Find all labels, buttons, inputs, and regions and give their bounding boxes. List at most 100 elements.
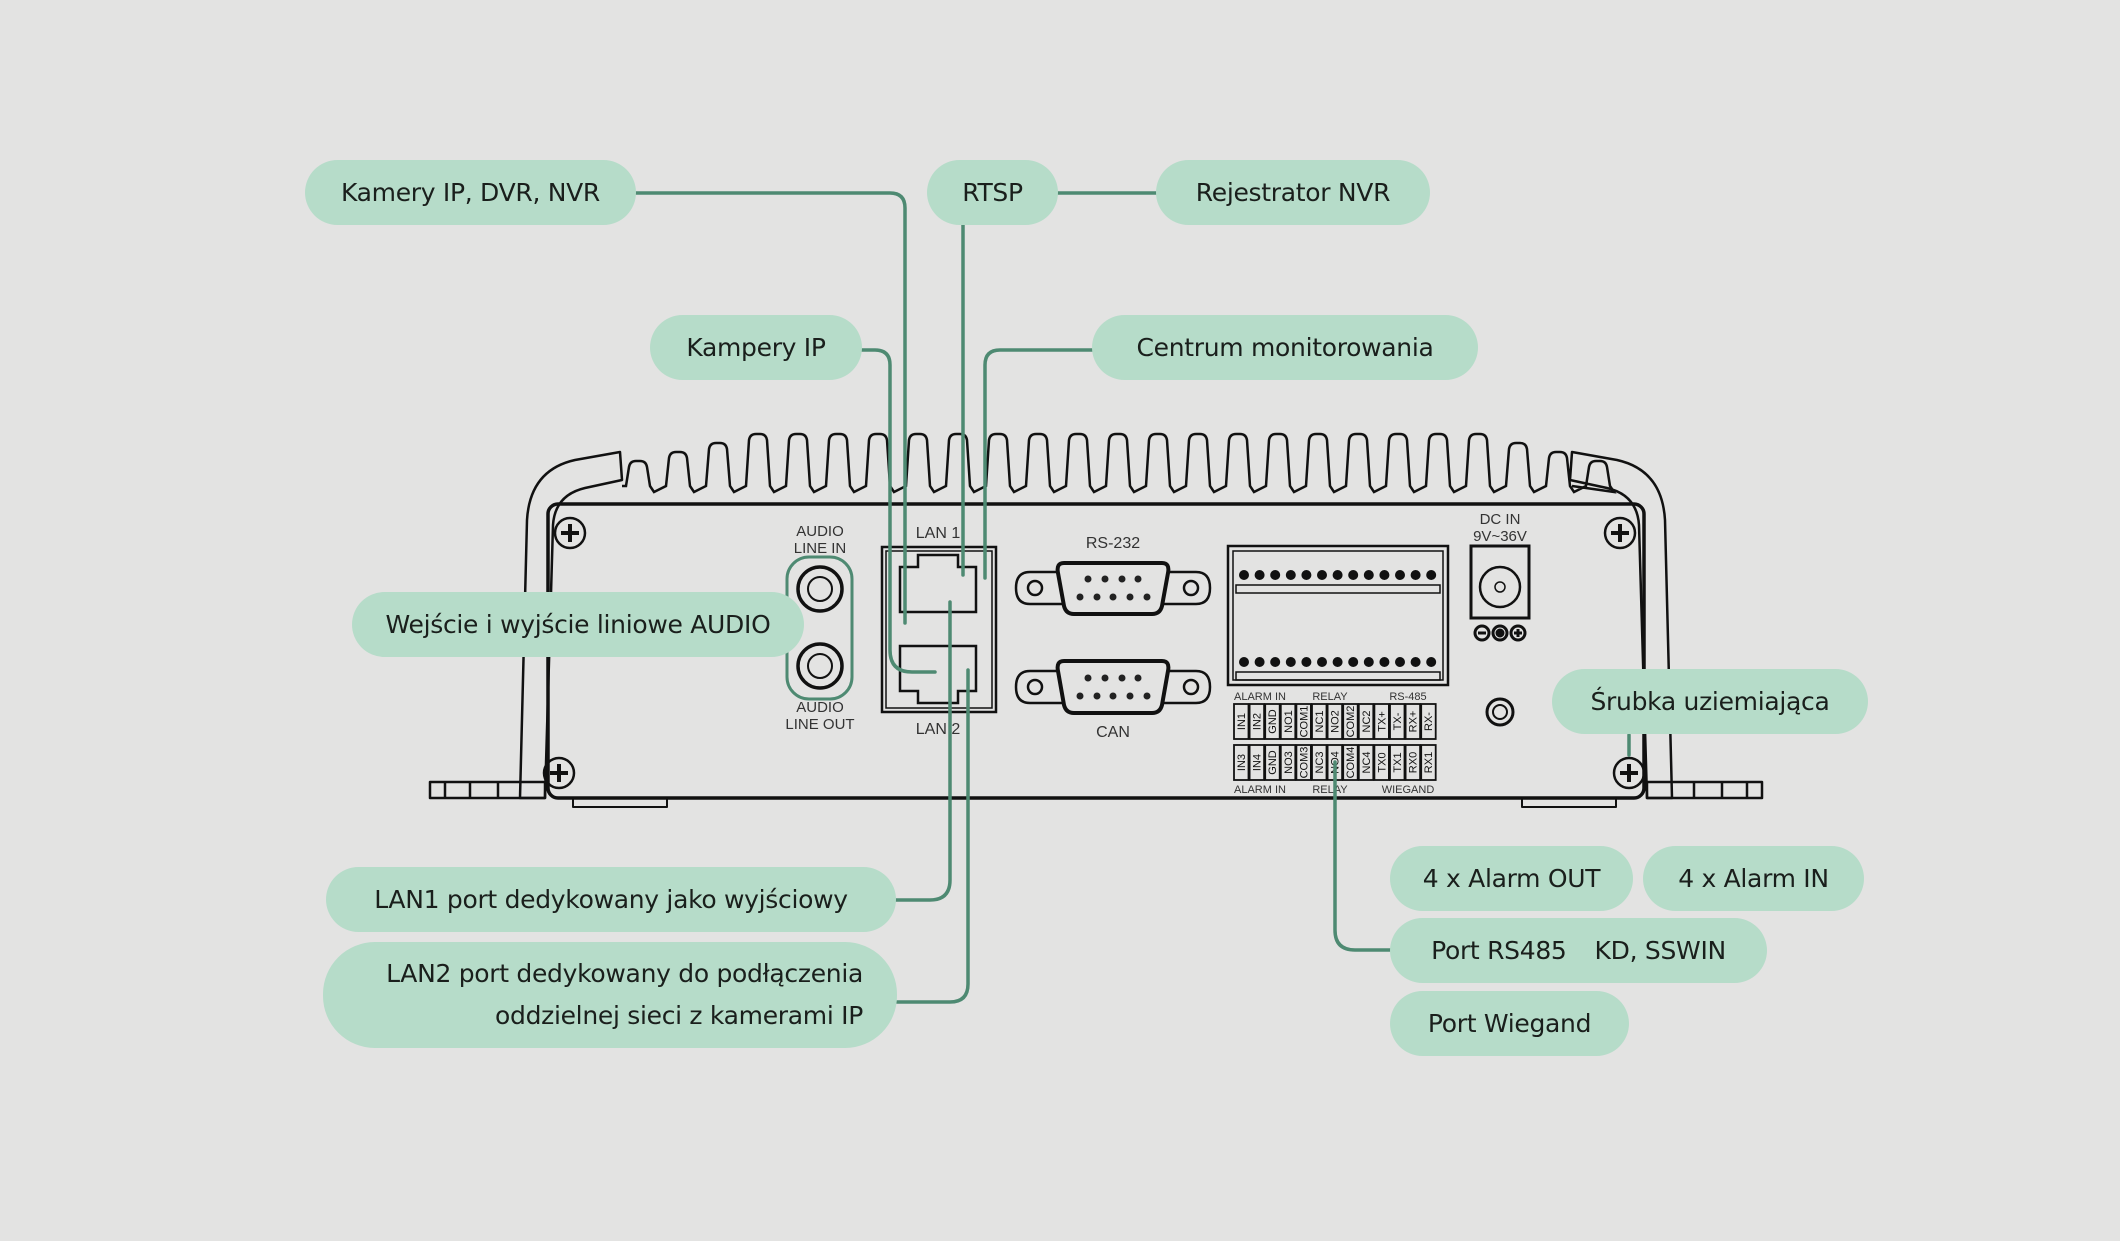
terminal-screw <box>1348 657 1359 667</box>
polarity-icon <box>1473 624 1527 642</box>
terminal-label: RX+ <box>1408 711 1420 733</box>
terminal-cell <box>1420 744 1437 781</box>
panel-screws <box>542 516 1646 790</box>
callout-text: RTSP <box>962 178 1023 207</box>
callout-text-line2: oddzielnej sieci z kamerami IP <box>495 1001 863 1030</box>
terminal-screw <box>1301 570 1312 580</box>
audio-line-in-jack <box>796 565 844 613</box>
terminal-screw <box>1426 570 1437 580</box>
terminal-cell <box>1420 703 1437 740</box>
terminal-cell <box>1279 703 1297 740</box>
terminal-screw <box>1379 570 1390 580</box>
terminal-label: COM3 <box>1298 747 1310 779</box>
callout-monitoring-center: Centrum monitorowania <box>1092 315 1478 380</box>
terminal-label: IN4 <box>1252 754 1264 771</box>
terminal-screw <box>1395 570 1405 580</box>
terminal-label: GND <box>1267 709 1279 734</box>
terminal-screw <box>1332 657 1343 667</box>
terminal-cell <box>1295 703 1312 740</box>
line-ip-cameras-to-lan2 <box>860 348 937 674</box>
terminal-screw <box>1317 570 1327 580</box>
lan1-label: LAN 1 <box>916 525 961 542</box>
terminal-screw <box>1317 657 1327 667</box>
terminal-screw <box>1301 657 1312 667</box>
terminal-cell <box>1357 703 1375 740</box>
callout-audio-io: Wejście i wyjście liniowe AUDIO <box>352 592 804 657</box>
terminal-cell <box>1233 744 1250 781</box>
terminal-screw <box>1285 657 1296 667</box>
terminal-label: NO3 <box>1283 751 1295 774</box>
terminal-screw <box>1332 570 1343 580</box>
dc-in-jack: DC IN 9V~36V <box>1469 511 1531 727</box>
terminal-screw <box>1254 570 1265 580</box>
ground-post-icon <box>1485 697 1515 727</box>
callout-text: Śrubka uziemiająca <box>1590 687 1830 716</box>
terminal-cell <box>1279 744 1297 781</box>
screw-icon <box>1603 516 1637 550</box>
terminal-screw <box>1270 570 1281 580</box>
callout-lan2-description: LAN2 port dedykowany do podłączenia oddz… <box>323 942 897 1048</box>
terminal-cell <box>1248 744 1265 781</box>
terminal-label: NC1 <box>1314 710 1326 732</box>
terminal-label: IN3 <box>1236 754 1248 771</box>
audio-in-label-1: AUDIO <box>796 523 844 540</box>
terminal-cell <box>1311 703 1328 740</box>
terminal-screw <box>1426 657 1437 667</box>
line-lan2-desc <box>895 668 970 1004</box>
screw-icon <box>553 516 587 550</box>
callout-text: 4 x Alarm OUT <box>1422 864 1601 893</box>
can-label: CAN <box>1096 724 1130 741</box>
callout-text: Port RS485 <box>1431 936 1567 965</box>
terminal-label: NC3 <box>1314 751 1326 773</box>
callout-alarm-in: 4 x Alarm IN <box>1643 846 1864 911</box>
callout-lines <box>634 191 1631 1004</box>
terminal-screw <box>1410 657 1421 667</box>
terminal-screw <box>1410 570 1421 580</box>
terminal-screw <box>1254 657 1265 667</box>
heatsink-fins <box>622 432 1617 494</box>
audio-line-out-jack <box>796 642 844 690</box>
callout-rtsp: RTSP <box>927 160 1058 225</box>
terminal-cell <box>1357 744 1375 781</box>
terminal-cell <box>1248 703 1265 740</box>
terminal-screw <box>1348 570 1359 580</box>
line-lan1-desc <box>894 600 952 902</box>
callout-text: Kampery IP <box>686 333 826 362</box>
terminal-label: TX0 <box>1376 752 1388 772</box>
terminal-label: GND <box>1267 750 1279 775</box>
line-cameras-to-lan1 <box>634 191 907 625</box>
screw-icon <box>542 756 576 790</box>
callout-text-line1: LAN2 port dedykowany do podłączenia <box>386 959 863 988</box>
terminal-cell <box>1233 703 1250 740</box>
terminal-label: TX- <box>1392 712 1404 730</box>
terminal-cell <box>1389 744 1406 781</box>
right-side-flange <box>1568 450 1674 800</box>
terminal-screw <box>1285 570 1296 580</box>
terminal-label: IN1 <box>1236 713 1248 730</box>
terminal-label: RX1 <box>1423 752 1435 773</box>
heatsink-outline <box>622 432 1617 494</box>
dc-in-label-1: DC IN <box>1480 511 1521 528</box>
bottom-rail-left <box>572 797 668 808</box>
callout-rs485-port: Port RS485 KD, SSWIN <box>1390 918 1767 983</box>
lan-ports: LAN 1 LAN 2 <box>880 525 998 738</box>
group-alarm-in-bottom: ALARM IN <box>1234 784 1286 796</box>
terminal-label: RX- <box>1423 712 1435 731</box>
left-foot <box>428 780 547 800</box>
terminal-screw <box>1363 570 1374 580</box>
group-relay-top: RELAY <box>1312 691 1348 703</box>
group-relay-bottom: RELAY <box>1312 784 1348 796</box>
terminal-label: IN2 <box>1252 713 1264 730</box>
terminal-label: NO2 <box>1330 710 1342 733</box>
terminal-label: COM1 <box>1298 706 1310 738</box>
terminal-cell <box>1389 703 1406 740</box>
rs232-connector: RS-232 <box>1014 535 1212 616</box>
terminal-label: RX0 <box>1408 752 1420 773</box>
rs232-label: RS-232 <box>1086 535 1140 552</box>
callout-lan1-description: LAN1 port dedykowany jako wyjściowy <box>326 867 896 932</box>
dc-in-label-2: 9V~36V <box>1473 528 1527 545</box>
terminal-cell <box>1342 703 1359 740</box>
audio-out-label-1: AUDIO <box>796 699 844 716</box>
lan2-label: LAN 2 <box>916 721 961 738</box>
callout-text: LAN1 port dedykowany jako wyjściowy <box>374 885 848 914</box>
